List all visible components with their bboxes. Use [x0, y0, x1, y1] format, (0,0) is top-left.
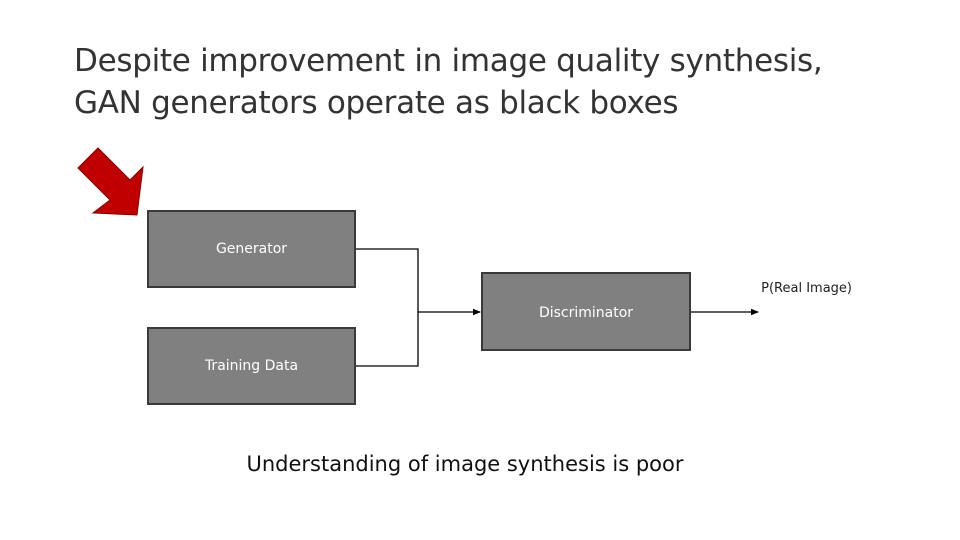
generator-connector	[356, 248, 419, 312]
discriminator-label: Discriminator	[538, 304, 634, 321]
red-arrow-icon	[77, 147, 144, 216]
discriminator-block: Discriminator	[481, 272, 691, 351]
output-label: P(Real Image)	[761, 281, 852, 296]
training-data-label: Training Data	[204, 358, 299, 374]
generator-block: Generator	[147, 210, 356, 288]
slide-title-line-2: GAN generators operate as black boxes	[74, 85, 679, 121]
slide-title-line-1: Despite improvement in image quality syn…	[74, 43, 823, 79]
training-data-block: Training Data	[147, 327, 356, 405]
generator-label: Generator	[215, 241, 288, 257]
training-data-connector	[356, 312, 419, 367]
slide-caption: Understanding of image synthesis is poor	[246, 452, 684, 476]
slide-title: Despite improvement in image quality syn…	[74, 40, 934, 124]
